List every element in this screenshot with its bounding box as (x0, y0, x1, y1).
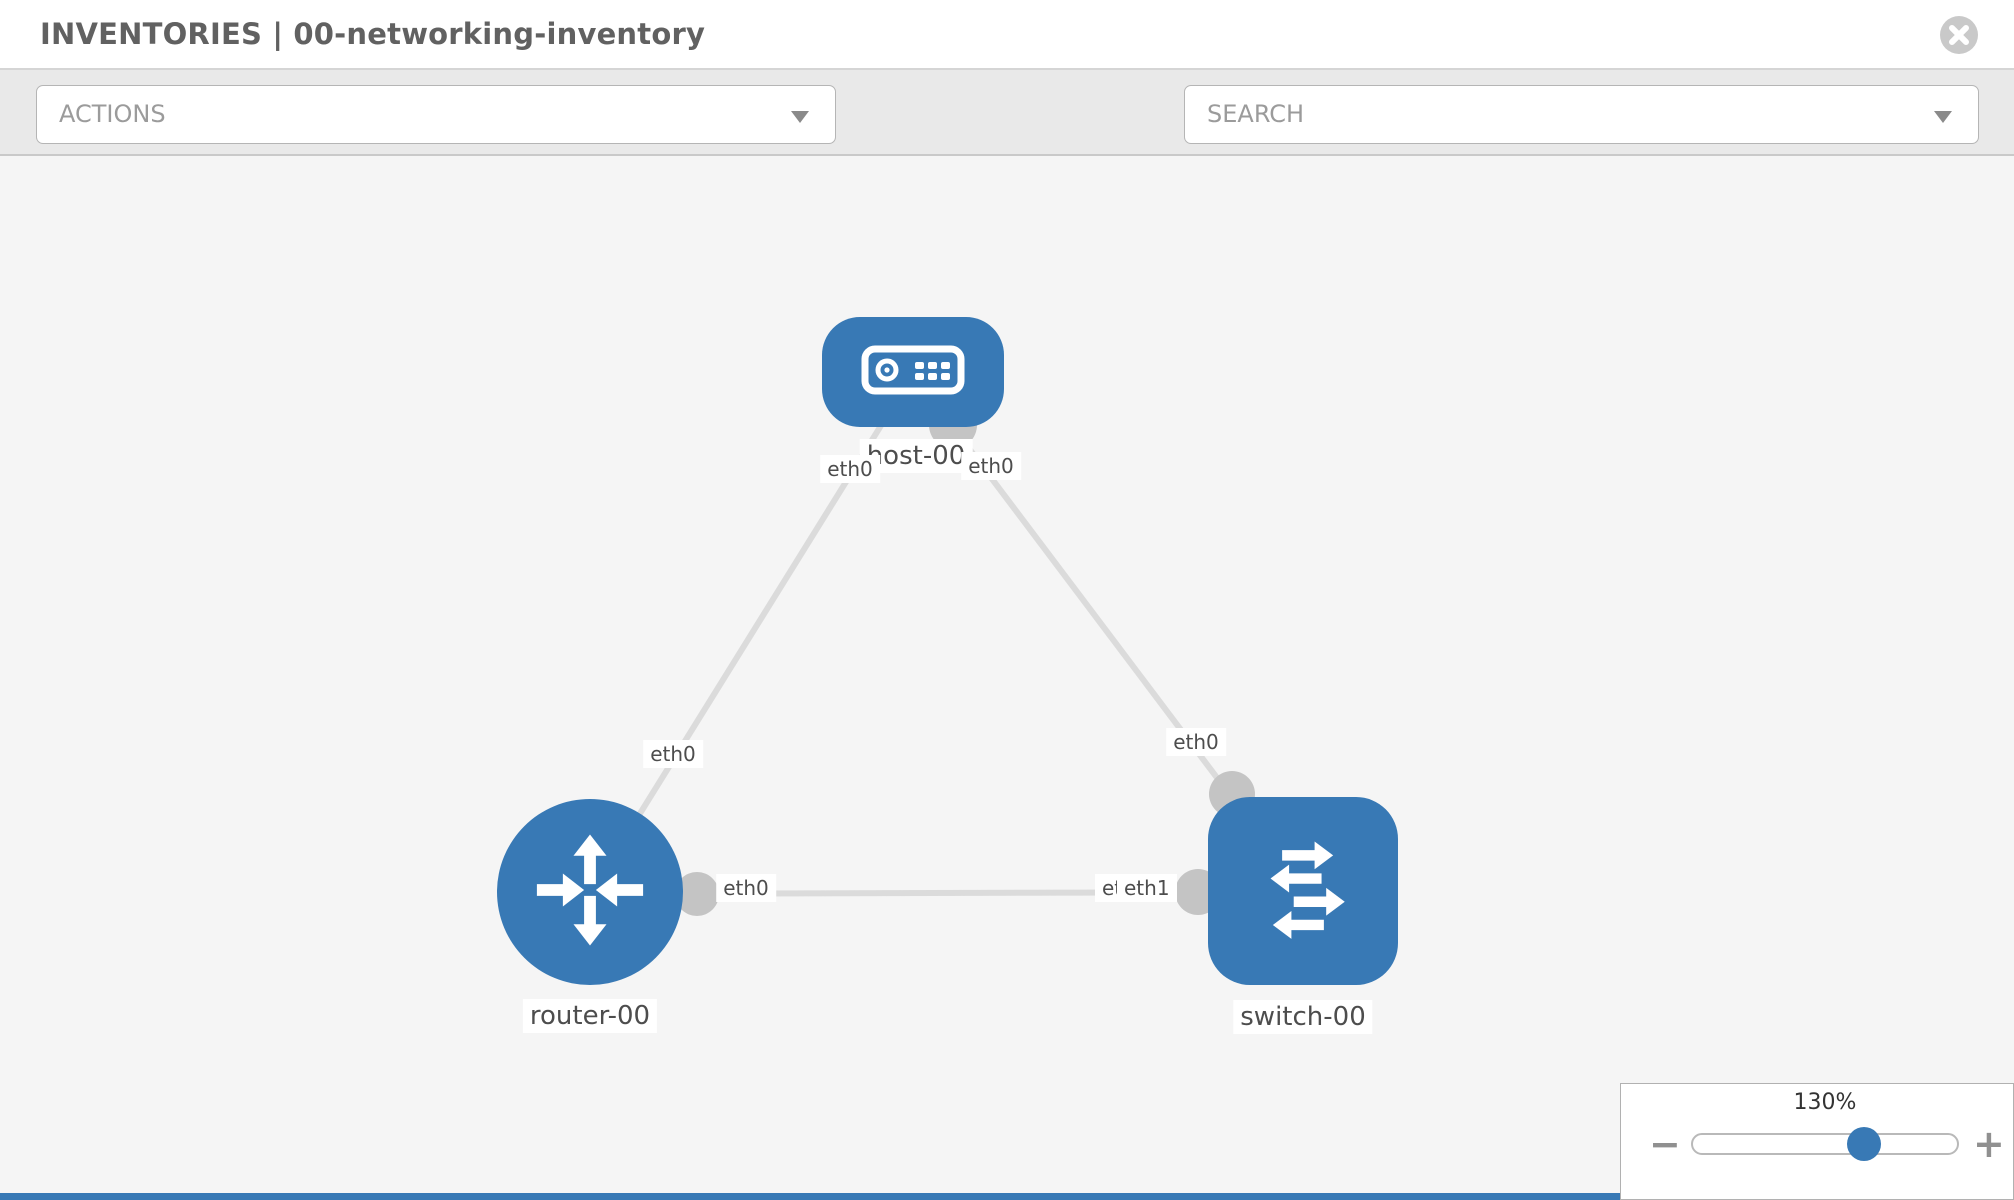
node-host-00[interactable] (822, 317, 1004, 427)
close-icon[interactable] (1940, 16, 1978, 54)
zoom-control-panel: 130% − + (1620, 1083, 2014, 1200)
iface-label-host-switch: eth0 (1166, 728, 1226, 756)
iface-label-host-left: eth0 (820, 455, 880, 483)
header: INVENTORIES | 00-networking-inventory (0, 0, 2014, 70)
chevron-down-icon (791, 111, 809, 123)
search-dropdown-label: SEARCH (1207, 100, 1305, 128)
switch-icon (1241, 831, 1365, 951)
node-label-switch[interactable]: switch-00 (1233, 1000, 1373, 1034)
actions-dropdown[interactable]: ACTIONS (36, 85, 836, 144)
topology-links-layer (587, 372, 1306, 916)
search-dropdown[interactable]: SEARCH (1184, 85, 1979, 144)
iface-label-host-router: eth0 (643, 740, 703, 768)
zoom-in-button[interactable]: + (1973, 1122, 2005, 1166)
bottom-accent-bar (0, 1193, 1620, 1200)
page-title: INVENTORIES | 00-networking-inventory (40, 17, 706, 51)
zoom-slider-handle[interactable] (1847, 1127, 1881, 1161)
chevron-down-icon (1934, 111, 1952, 123)
zoom-slider-track[interactable] (1691, 1133, 1959, 1155)
node-label-host[interactable]: host-00 (859, 439, 973, 473)
node-router-00[interactable] (497, 799, 683, 985)
iface-label-switch-port-front: eth1 (1117, 874, 1177, 902)
port-circle-router[interactable] (675, 872, 719, 916)
iface-label-host-right: eth0 (961, 452, 1021, 480)
zoom-percentage: 130% (1793, 1090, 1857, 1115)
zoom-out-button[interactable]: − (1649, 1122, 1681, 1166)
host-icon (861, 343, 965, 401)
node-switch-00[interactable] (1208, 797, 1398, 985)
toolbar: ACTIONS SEARCH (0, 70, 2014, 203)
router-icon (531, 831, 649, 953)
actions-dropdown-label: ACTIONS (59, 100, 166, 128)
node-label-router[interactable]: router-00 (522, 999, 658, 1033)
topology-canvas[interactable]: host-00 router-00 switch-00 eth0 eth0 et… (0, 158, 2014, 1200)
iface-label-router-port: eth0 (716, 874, 776, 902)
